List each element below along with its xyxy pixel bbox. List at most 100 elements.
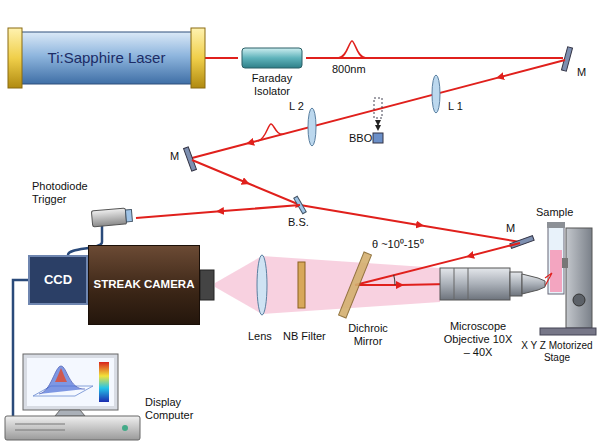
drawing-part [522,274,545,294]
node-text: Display Computer [145,396,200,422]
drawing-part [5,416,140,440]
label-holder: M [577,66,586,79]
text-holder: STREAK CAMERA [89,246,199,324]
label-holder: 800nm [332,63,366,76]
drawing-part [55,368,67,382]
label-holder: Dichroic Mirror [340,322,396,348]
drawing-part [242,48,302,68]
beam-splitter-label: B.S. [288,216,309,229]
drawing-part [454,268,455,300]
drawing-part [12,352,15,418]
drawing-part [15,424,65,425]
node-text: Microscope Objective 10X – 40X [442,320,514,360]
label-holder: B.S. [288,216,309,229]
focus [545,273,552,286]
connector [205,57,238,59]
drawing-part [101,224,104,242]
mirror [510,236,534,249]
mirror [184,147,197,171]
drawing-part [8,28,22,88]
bbo-crystal [373,133,383,143]
streak-camera-box: STREAK CAMERA [88,245,200,325]
drawing-part [125,209,132,221]
lens-label: L 2 [289,100,304,113]
wavelength-label: 800nm [332,63,366,76]
label-holder: L 2 [289,100,304,113]
drawing-part [27,358,114,406]
objective-body [440,262,548,306]
angle-label: θ ~10⁰-15⁰ [372,238,424,251]
drawing-part [55,410,85,416]
drawing-part [23,354,118,410]
filter [298,262,305,308]
move-arrow [378,123,379,128]
mirror-label: M [170,150,179,163]
label-holder: NB Filter [283,330,326,343]
component-label: Lens [248,330,272,343]
computer: Display Computer [5,352,200,442]
component-label: NB Filter [283,330,326,343]
drawing-part [91,207,132,226]
cuvette-cap [547,222,565,228]
label-holder: L 1 [448,100,463,113]
text-holder: Ti:Sapphire Laser [8,28,205,88]
ccd-box: CCD [28,255,88,305]
text-holder: Faraday Isolator [238,72,306,98]
stage-clamp [562,258,568,268]
node-text: STREAK CAMERA [94,278,195,292]
drawing-part [91,208,126,227]
mirror-label: M [577,66,586,79]
camera-input [200,270,214,300]
laser-beam [136,205,300,218]
mirror-label: M [506,222,515,235]
node-text: Ti:Sapphire Laser [48,49,166,67]
node-text: CCD [44,272,72,288]
stage [566,228,592,328]
bbo-slot [374,98,382,118]
label-holder: Lens [248,330,272,343]
laser-box: Ti:Sapphire Laser [8,28,205,88]
isolator-body [238,46,306,72]
lens-label: L 1 [448,100,463,113]
drawing-part [468,268,469,300]
laser-beam [192,60,565,158]
node-text: Faraday Isolator [238,72,306,98]
drawing-part [39,366,85,394]
drawing-part [440,268,510,300]
drawing-part [122,425,128,431]
laser-beam [192,160,520,242]
lens [257,255,267,315]
pulse [258,124,284,141]
drawing-part [20,32,193,84]
node-text: Photodiode Trigger [32,180,94,206]
mirror [561,47,572,71]
photodiode: Photodiode Trigger [32,180,136,242]
text-holder: Display Computer [145,396,200,422]
drawing-part [510,272,522,296]
stage-label: X Y Z Motorized Stage [520,340,594,364]
dichroic-mirror [339,252,372,318]
stage-knob [573,294,585,306]
stage-base [540,328,596,335]
angle-arc [394,275,395,285]
sample-liquid [550,250,562,292]
laser-beam [306,57,563,59]
lens [432,75,440,113]
crystal-label: BBO [349,132,372,145]
lens [308,108,316,146]
component-label: Dichroic Mirror [340,322,396,348]
text-holder: CCD [30,257,86,303]
sample-label: Sample [536,206,573,219]
text-holder: Photodiode Trigger [32,180,94,206]
label-holder: M [506,222,515,235]
cuvette [548,226,564,294]
label-holder: Sample [536,206,573,219]
isolator: Faraday Isolator [238,46,306,102]
label-holder: θ ~10⁰-15⁰ [372,238,424,251]
label-holder: BBO [349,132,372,145]
fluorescence-cone [215,256,262,314]
drawing-part [99,362,109,402]
label-holder: X Y Z Motorized Stage [520,340,594,364]
pulse [338,41,366,58]
